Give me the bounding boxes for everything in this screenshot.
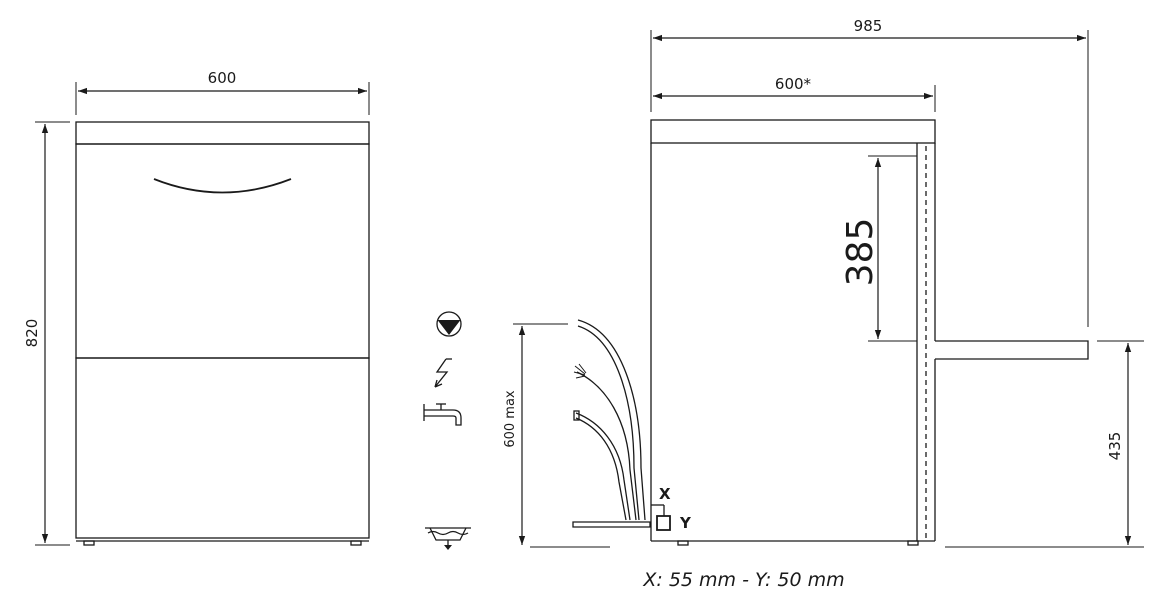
drain-hose: [577, 319, 646, 521]
electric-icon: [434, 358, 452, 388]
legend-icons: [423, 311, 471, 550]
side-foot-left: [677, 540, 689, 546]
under-height-label: 435: [1106, 432, 1124, 461]
side-view: 985 600* 385 435 600 max: [503, 17, 1144, 548]
front-height-label: 820: [23, 319, 41, 348]
floor-drain-pipe: [572, 521, 651, 528]
front-view: 600 820: [23, 69, 370, 546]
body-depth-dimension: 600*: [653, 75, 936, 112]
front-width-label: 600: [208, 69, 237, 87]
front-lower-panel: [75, 357, 370, 539]
front-door: [75, 143, 370, 359]
front-width-dimension: 600: [75, 69, 370, 115]
door-opening-label: 385: [840, 218, 881, 287]
overall-depth-label: 985: [854, 17, 883, 35]
side-foot-right: [907, 540, 919, 546]
front-height-dimension: 820: [23, 121, 70, 546]
hose-height-dimension: 600 max: [503, 323, 568, 545]
connection-hoses: [572, 319, 651, 528]
power-cable: [576, 371, 637, 521]
front-foot-left: [83, 540, 95, 546]
connection-point: X Y: [651, 485, 692, 532]
under-height-dimension: 435: [1106, 343, 1132, 545]
door-handle: [153, 178, 292, 194]
water-hose: [575, 412, 631, 521]
open-door: [935, 340, 1089, 360]
drain-icon: [436, 311, 462, 337]
front-foot-right: [350, 540, 362, 546]
floor-drain-icon: [425, 527, 471, 550]
hose-height-label: 600 max: [503, 390, 518, 448]
body-depth-label: 600*: [775, 75, 812, 93]
overall-depth-dimension: 985: [650, 17, 1086, 112]
front-top-panel: [75, 121, 370, 145]
point-y-label: Y: [679, 514, 692, 532]
xy-note: X: 55 mm - Y: 50 mm: [642, 569, 844, 591]
water-tap-icon: [423, 403, 462, 426]
point-x-label: X: [659, 485, 671, 503]
side-top-panel: [650, 119, 936, 144]
door-opening-dimension: 385: [840, 155, 917, 342]
